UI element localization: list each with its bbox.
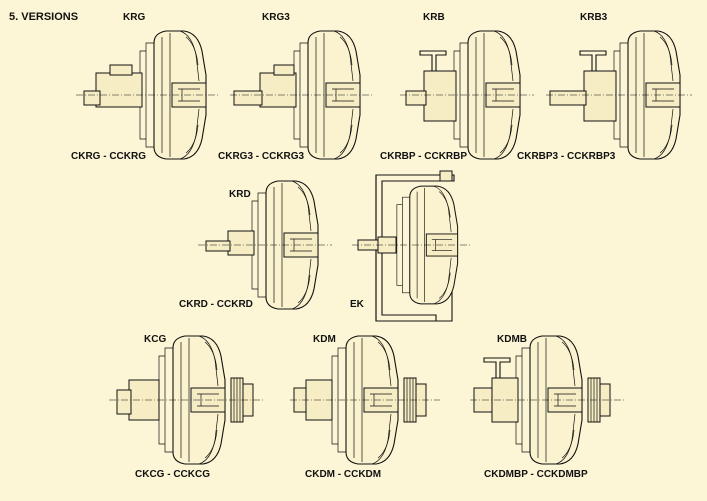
caption-kcg: CKCG - CCKCG — [135, 469, 210, 480]
caption-krb3: CKRBP3 - CCKRBP3 — [517, 151, 616, 162]
drawing-krb — [400, 30, 534, 160]
caption-kdm: CKDM - CCKDM — [305, 469, 382, 480]
code-label-krb: KRB — [423, 12, 445, 23]
drawing-krb3 — [546, 30, 692, 160]
caption-krd: CKRD - CCKRD — [179, 299, 253, 310]
code-label-krb3: KRB3 — [580, 12, 608, 23]
section-title: 5. VERSIONS — [9, 11, 79, 23]
code-label-krd: KRD — [229, 189, 251, 200]
code-label-ek: EK — [350, 299, 364, 310]
drawing-krd — [198, 180, 332, 310]
code-label-kdm: KDM — [313, 334, 336, 345]
code-label-krg3: KRG3 — [262, 12, 290, 23]
drawing-ek — [352, 170, 470, 322]
code-label-kcg: KCG — [144, 334, 167, 345]
caption-krg: CKRG - CCKRG — [71, 151, 146, 162]
code-label-kdmb: KDMB — [497, 334, 527, 345]
drawing-kcg — [109, 335, 265, 465]
drawing-kdmb — [470, 335, 624, 465]
caption-kdmb: CKDMBP - CCKDMBP — [484, 469, 588, 480]
code-label-krg: KRG — [123, 12, 146, 23]
drawing-kdm — [290, 335, 440, 465]
drawing-krg3 — [230, 30, 374, 160]
caption-krb: CKRBP - CCKRBP — [380, 151, 468, 162]
drawing-krg — [76, 30, 220, 160]
caption-krg3: CKRG3 - CCKRG3 — [218, 151, 305, 162]
